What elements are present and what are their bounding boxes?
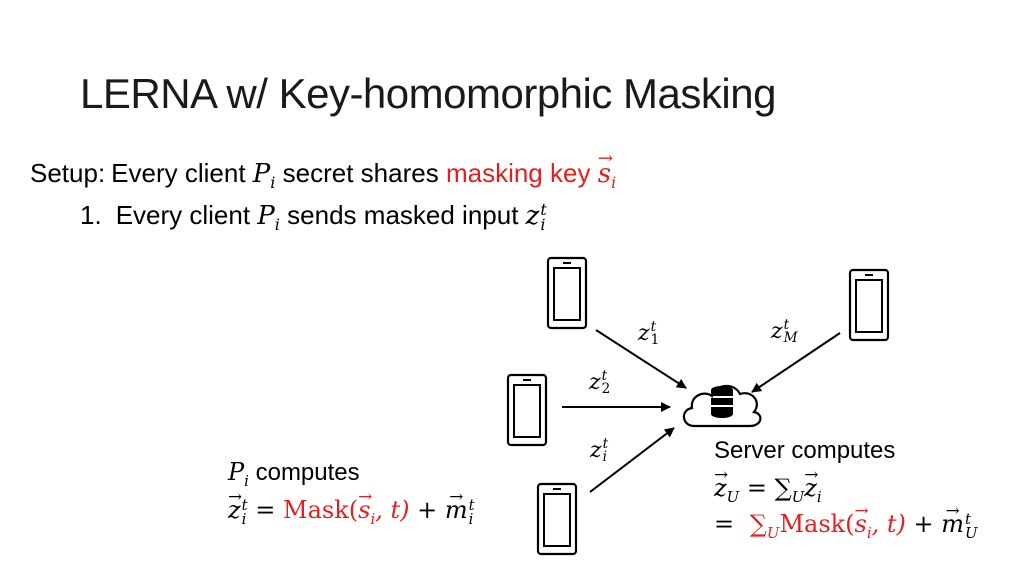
masking-key-text: masking key [445,158,598,188]
phone-icon [848,268,890,342]
step-text: Every client [115,200,258,230]
step-number: 1. [80,200,102,230]
setup-label: Setup: [30,158,106,188]
server-computes-heading: Server computes [714,437,896,464]
client-sub: i [274,215,280,235]
arrow-z1 [595,329,687,389]
step-text-b: sends masked input [279,200,526,230]
phone-icon [506,373,548,447]
client-computes-heading: Pi computes [228,458,360,490]
client-sub: i [270,173,276,193]
slide-title: LERNA w/ Key-homomorphic Masking [80,70,776,117]
arrow-zM [751,332,841,393]
phone-icon [536,482,578,556]
client-var: P [252,159,271,189]
server-mask-line: = ∑UMask(si, t) + mtU [714,500,978,542]
masking-key-sub: i [611,173,617,193]
setup-text-b: secret shares [275,158,446,188]
client-var: P [257,201,275,231]
masking-key-var: s [598,148,612,189]
setup-line: Setup:Every client Pi secret shares mask… [30,148,617,193]
setup-text: Every client [111,158,253,188]
client-computes-equation: zti = Mask(si, t) + mti [228,486,475,528]
phone-icon [546,256,588,330]
arrow-zi [589,427,675,493]
masked-input-var: z [525,201,540,231]
cloud-database-icon [682,384,762,428]
server-sum-line: zU = ∑Uzi [714,464,822,506]
